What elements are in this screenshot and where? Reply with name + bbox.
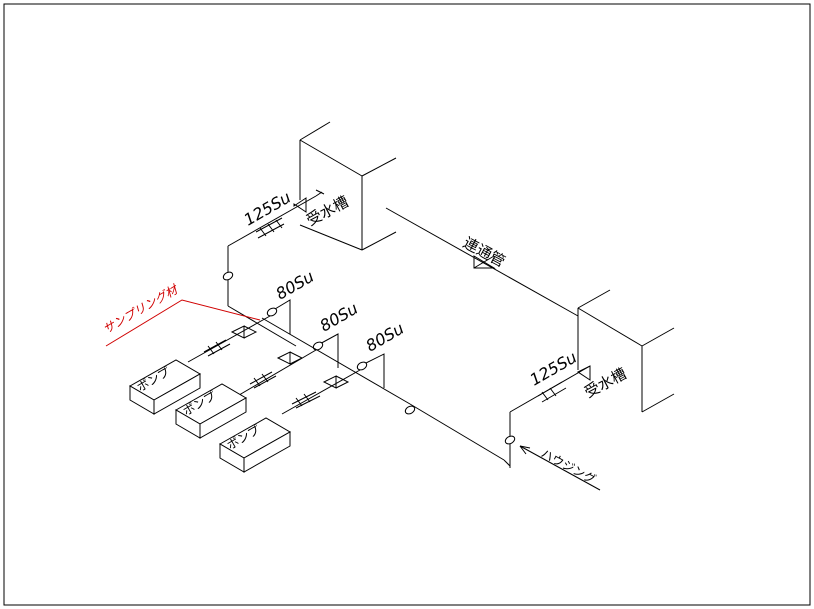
label-size-125-bottom: 125Su: [527, 348, 581, 390]
label-tank-top: 受水槽: [303, 193, 351, 230]
pump-1: [128, 359, 202, 415]
branch-line-3: [281, 353, 385, 415]
housing-arrow-head: [519, 445, 531, 455]
connecting-pipe-line: [385, 207, 579, 317]
label-size-80-c: 80Su: [363, 319, 408, 356]
branch-line-1: [187, 299, 291, 363]
receiving-tank-bottom: [577, 289, 675, 413]
sampling-leader-line: [105, 299, 261, 347]
receiving-tank-top: [299, 121, 397, 251]
header-pipe: [261, 317, 411, 405]
label-size-80-a: 80Su: [273, 267, 318, 304]
housing-leader-line: [519, 445, 601, 491]
header-pipe-lower: [409, 403, 505, 461]
branch-line-2: [233, 333, 339, 399]
pipe-support-marker: [404, 405, 416, 415]
pump-2: [174, 383, 248, 439]
drawing-frame: [3, 3, 811, 606]
outlet-line-top: [222, 189, 325, 347]
label-size-80-b: 80Su: [317, 299, 362, 336]
label-tank-bottom: 受水槽: [581, 365, 629, 402]
label-sampling: サンプリング材: [101, 282, 182, 337]
pump-3: [218, 417, 292, 473]
label-connecting-pipe: 連通管: [460, 234, 508, 271]
outlet-line-bottom: [503, 365, 591, 468]
label-housing: ハウジング: [539, 446, 599, 487]
